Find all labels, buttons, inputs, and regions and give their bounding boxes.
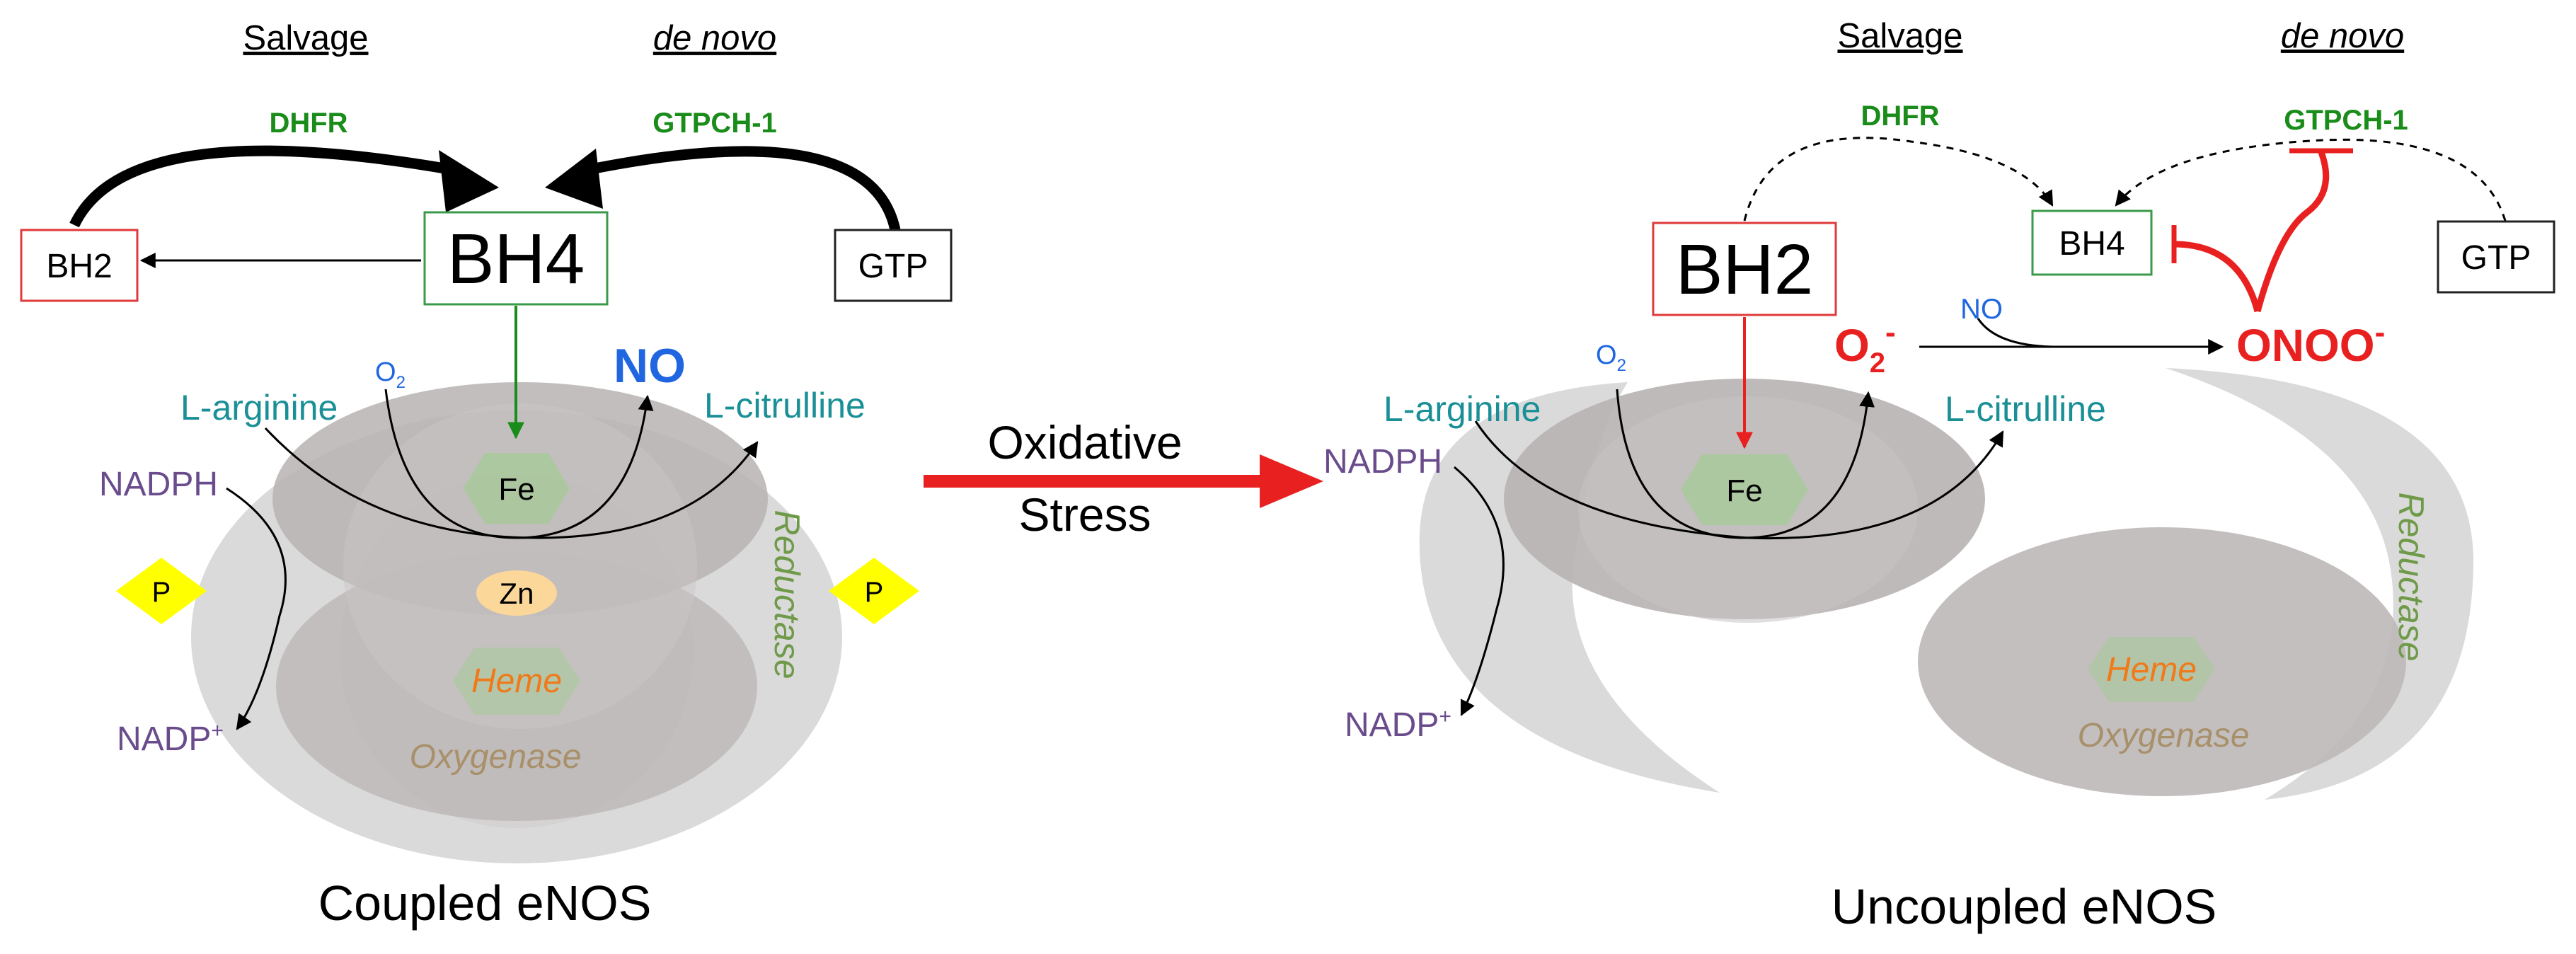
gtpch-label: GTPCH-1 xyxy=(2284,105,2408,136)
o2-to-no-curve xyxy=(384,389,654,539)
denovo-arrow xyxy=(586,146,901,231)
left-crescent-shape xyxy=(1419,382,1720,793)
salvage-arrow xyxy=(69,145,454,228)
fe-hexagon xyxy=(464,453,570,524)
denovo-arrow-head xyxy=(545,149,603,209)
oxidative-stress-transition: Oxidative Stress xyxy=(924,416,1323,541)
zn-label: Zn xyxy=(499,577,534,610)
uncoupled-panel: Salvage de novo DHFR GTPCH-1 BH2 BH4 GTP… xyxy=(1323,17,2555,934)
peroxynitrite-label: ONOO- xyxy=(2236,315,2385,371)
nadp-label: NADP+ xyxy=(117,719,224,758)
nadph-label: NADPH xyxy=(99,466,218,503)
o2-label: O2 xyxy=(375,357,406,392)
gtp-label: GTP xyxy=(2461,239,2531,277)
bh4-box xyxy=(423,211,609,306)
gtpch-label: GTPCH-1 xyxy=(652,108,777,139)
heme-hexagon xyxy=(2088,637,2215,702)
reductase-label: Reductase xyxy=(767,510,807,679)
fe-label: Fe xyxy=(1726,473,1762,508)
no-label: NO xyxy=(1960,294,2003,325)
o2-label: O2 xyxy=(1596,340,1626,375)
superoxide-subscript: 2 xyxy=(1870,347,1885,379)
bh2-label: BH2 xyxy=(1676,230,1814,309)
center-overlap-shape xyxy=(343,403,697,729)
gtp-label: GTP xyxy=(858,248,928,285)
bh4-label: BH4 xyxy=(2059,225,2124,263)
phospho-left-label: P xyxy=(152,577,171,608)
reductase-label: Reductase xyxy=(2391,492,2431,661)
nadph-nadp-curve xyxy=(1454,466,1505,716)
l-arginine-label: L-arginine xyxy=(1384,389,1541,429)
coupled-panel: Salvage de novo DHFR GTPCH-1 BH2 BH4 GTP… xyxy=(20,19,953,931)
salvage-arrow-head xyxy=(439,150,499,212)
no-label: NO xyxy=(614,339,686,393)
fe-label: Fe xyxy=(498,472,534,507)
onoo-inhibits-bh4 xyxy=(2173,241,2261,313)
l-citrulline-label: L-citrulline xyxy=(1945,389,2106,429)
gtp-box xyxy=(834,229,953,302)
arginine-citrulline-curve xyxy=(264,427,759,539)
bh2-box xyxy=(20,229,139,302)
oxygenase-label: Oxygenase xyxy=(410,738,582,776)
gtp-box xyxy=(2437,220,2555,294)
fe-hexagon xyxy=(1681,454,1808,525)
salvage-dashed-arrow xyxy=(1743,137,2054,222)
onoo-inhibits-gtpch xyxy=(2254,151,2330,313)
bh4-box xyxy=(2031,209,2153,276)
salvage-header: Salvage xyxy=(1837,17,1962,55)
oxidative-stress-arrow-head xyxy=(1260,454,1323,508)
oxidative-label: Oxidative xyxy=(987,416,1182,469)
nadp-label: NADP+ xyxy=(1345,705,1451,744)
denovo-dashed-arrow xyxy=(2115,138,2507,222)
phospho-right-label: P xyxy=(865,577,884,608)
heme-label: Heme xyxy=(2106,651,2197,689)
heme-hexagon xyxy=(453,648,580,715)
nadp-superscript: + xyxy=(1439,705,1451,728)
phospho-left-diamond xyxy=(116,558,207,624)
dhfr-label: DHFR xyxy=(1861,100,1939,132)
uncoupled-caption: Uncoupled eNOS xyxy=(1832,879,2217,934)
peroxynitrite-superscript: - xyxy=(2375,315,2386,350)
l-arginine-label: L-arginine xyxy=(180,388,338,427)
nadph-label: NADPH xyxy=(1323,443,1442,481)
zn-oval xyxy=(476,570,557,616)
heme-label: Heme xyxy=(471,662,562,700)
superoxide-label: O2- xyxy=(1834,315,1896,379)
superoxide-superscript: - xyxy=(1885,315,1896,350)
bh4-label: BH4 xyxy=(447,219,585,299)
phospho-right-diamond xyxy=(829,558,919,624)
oxygenase-label: Oxygenase xyxy=(2078,717,2250,754)
bh2-label: BH2 xyxy=(46,248,112,285)
coupled-caption: Coupled eNOS xyxy=(318,875,652,931)
de-novo-header: de novo xyxy=(2281,17,2404,55)
nadph-nadp-curve xyxy=(226,487,287,730)
nadp-superscript: + xyxy=(211,719,224,742)
salvage-header: Salvage xyxy=(243,19,368,57)
bh2-box xyxy=(1652,222,1837,316)
o2-subscript: 2 xyxy=(1617,356,1626,375)
o2-to-superoxide-curve xyxy=(1616,389,1875,539)
l-citrulline-label: L-citrulline xyxy=(704,386,866,425)
de-novo-header: de novo xyxy=(653,19,776,57)
stress-label: Stress xyxy=(1018,488,1151,541)
dhfr-label: DHFR xyxy=(269,108,347,139)
o2-subscript: 2 xyxy=(396,373,406,392)
